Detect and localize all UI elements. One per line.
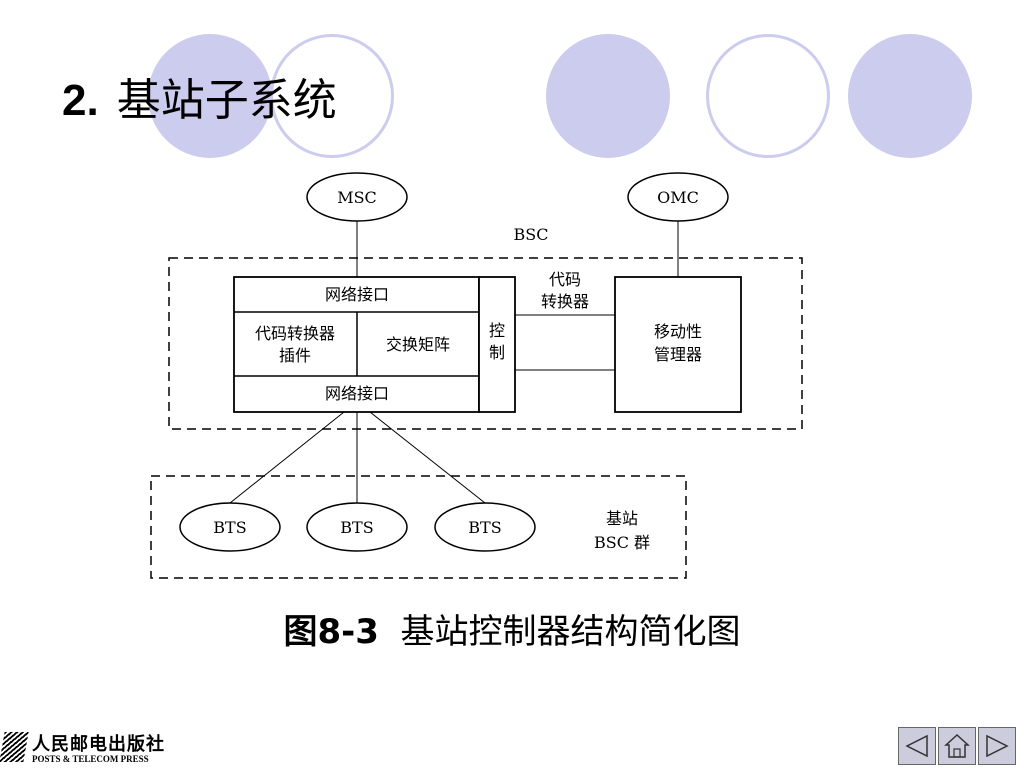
- caption-text: 基站控制器结构简化图: [400, 612, 741, 652]
- control-line1: 控: [489, 321, 505, 340]
- slide-title: 2. 基站子系统: [62, 64, 337, 128]
- triangle-left-icon: [905, 734, 928, 758]
- mobility-manager-block: [614, 276, 742, 413]
- bts-link-3: [369, 411, 486, 504]
- control-block: [478, 276, 516, 413]
- publisher-name-en: POSTS & TELECOM PRESS: [32, 754, 149, 764]
- prev-slide-button[interactable]: [898, 727, 936, 765]
- control-line2: 制: [489, 343, 505, 362]
- codec-plugin-line1: 代码转换器: [255, 324, 335, 343]
- decor-ring-2: [706, 34, 830, 158]
- triangle-right-icon: [986, 734, 1009, 758]
- caption-label: 图8-3: [283, 612, 379, 652]
- group-line2: BSC 群: [594, 533, 650, 552]
- decor-circle-3: [848, 34, 972, 158]
- bts-label-3: BTS: [468, 518, 501, 537]
- decor-ring-1: [270, 34, 394, 158]
- bts-label-1: BTS: [213, 518, 246, 537]
- slide-navigation: [898, 727, 1016, 767]
- title-text: 基站子系统: [116, 75, 337, 126]
- bsc-label: BSC: [514, 225, 549, 244]
- bsc-structure-diagram: MSC OMC BSC 网络接口 代码转换器 插件 交换矩阵 网络接口 控 制 …: [150, 172, 803, 579]
- codec-line1: 代码: [549, 270, 581, 289]
- mobility-line1: 移动性: [654, 322, 702, 341]
- decor-circle-2: [546, 34, 670, 158]
- decor-circle-1: [148, 34, 272, 158]
- net-interface-bottom: 网络接口: [325, 384, 389, 403]
- net-interface-top: 网络接口: [325, 285, 389, 304]
- title-number: 2.: [62, 76, 99, 125]
- codec-line2: 转换器: [541, 292, 589, 311]
- publisher-logo: 人民邮电出版社 POSTS & TELECOM PRESS: [0, 728, 190, 768]
- home-button[interactable]: [938, 727, 976, 765]
- figure-caption: 图8-3 基站控制器结构简化图: [0, 604, 1024, 653]
- msc-label: MSC: [337, 188, 377, 207]
- bsc-boundary: [168, 257, 803, 430]
- publisher-name-cn: 人民邮电出版社: [32, 734, 165, 755]
- mobility-line2: 管理器: [654, 345, 702, 364]
- next-slide-button[interactable]: [978, 727, 1016, 765]
- home-icon: [944, 733, 970, 758]
- switch-matrix: 交换矩阵: [386, 335, 450, 354]
- codec-plugin-line2: 插件: [279, 346, 311, 365]
- bts-node-2: [306, 502, 408, 552]
- bts-link-1: [229, 411, 345, 504]
- bts-label-2: BTS: [340, 518, 373, 537]
- bts-node-1: [179, 502, 281, 552]
- omc-label: OMC: [657, 188, 699, 207]
- bts-group-boundary: [150, 475, 687, 579]
- publisher-emblem-icon: [0, 732, 29, 762]
- group-line1: 基站: [606, 509, 638, 528]
- bts-node-3: [434, 502, 536, 552]
